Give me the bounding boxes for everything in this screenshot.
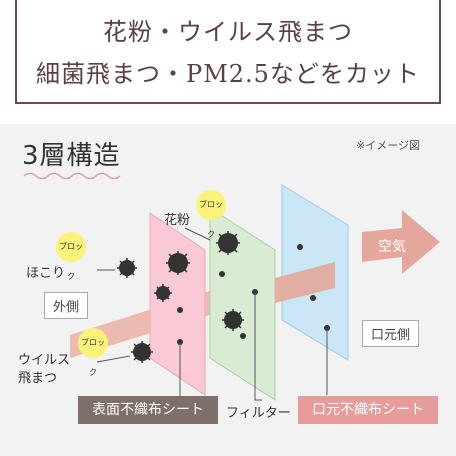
label-outside: 外側 bbox=[44, 292, 89, 319]
label-mouth-side: 口元側 bbox=[362, 320, 420, 347]
header-banner: 花粉・ウイルス飛まつ 細菌飛まつ・PM2.5などをカット bbox=[15, 0, 441, 104]
block-badge-1: ブロック bbox=[56, 232, 86, 281]
image-note: ※イメージ図 bbox=[356, 139, 420, 152]
label-air: 空気 bbox=[378, 239, 406, 255]
layer-green bbox=[209, 207, 276, 401]
header-line-1: 花粉・ウイルス飛まつ bbox=[103, 18, 353, 46]
tag-surface-sheet: 表面不織布シート bbox=[78, 396, 218, 424]
header-line-2: 細菌飛まつ・PM2.5などをカット bbox=[36, 60, 420, 88]
label-virus: ウイルス 飛まつ bbox=[18, 353, 71, 386]
layer-pink bbox=[149, 212, 206, 396]
block-badge-2: ブロック bbox=[196, 190, 226, 239]
airflow-arrow-mid bbox=[275, 262, 335, 303]
label-filter: フィルター bbox=[226, 406, 291, 421]
airflow-arrow-front bbox=[362, 210, 440, 274]
tag-mouth-sheet: 口元不織布シート bbox=[298, 396, 438, 424]
diagram-title: 3層構造 bbox=[22, 141, 121, 171]
particle-spikes bbox=[117, 231, 244, 363]
label-hokori: ほこり bbox=[26, 266, 66, 281]
label-kafun: 花粉 bbox=[164, 213, 191, 228]
block-badge-3: ブロック bbox=[78, 328, 108, 377]
